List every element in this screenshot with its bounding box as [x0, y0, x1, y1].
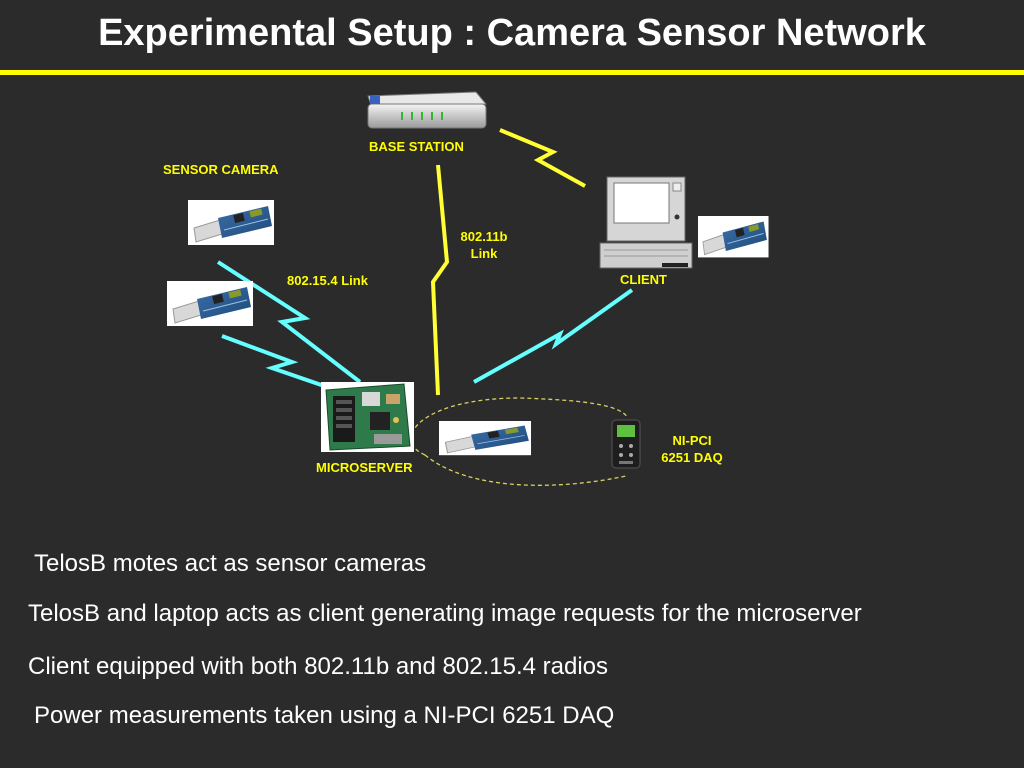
- link-802154-client: [473, 288, 634, 384]
- label-80211b-line2: Link: [470, 246, 498, 261]
- label-sensor-camera: SENSOR CAMERA: [163, 162, 279, 177]
- label-daq-line2: 6251 DAQ: [661, 450, 723, 465]
- label-80211b-line1: 802.11b: [460, 229, 508, 244]
- telosb-mote-icon: [187, 199, 275, 246]
- label-base-station: BASE STATION: [369, 139, 464, 154]
- label-daq-line1: NI-PCI: [672, 433, 712, 448]
- label-802154-link: 802.15.4 Link: [287, 273, 368, 288]
- bullet-item: TelosB motes act as sensor cameras: [34, 550, 427, 577]
- label-daq: NI-PCI 6251 DAQ: [652, 432, 732, 466]
- link-80211b-base-microserver: [430, 164, 450, 396]
- laptop-icon: [599, 176, 693, 269]
- label-80211b-link: 802.11b Link: [454, 228, 514, 262]
- label-client: CLIENT: [620, 272, 667, 287]
- bullet-item: TelosB and laptop acts as client generat…: [28, 600, 862, 627]
- telosb-mote-icon: [438, 420, 532, 456]
- link-80211b-base-client: [499, 128, 586, 188]
- telosb-mote-icon: [166, 280, 254, 327]
- link-802154-sensor2: [221, 334, 331, 390]
- bullet-item: Client equipped with both 802.11b and 80…: [28, 653, 608, 680]
- router-icon: [367, 91, 488, 129]
- circuit-board-icon: [321, 382, 414, 452]
- title-underline: [0, 70, 1024, 75]
- label-microserver: MICROSERVER: [316, 460, 413, 475]
- slide-title: Experimental Setup : Camera Sensor Netwo…: [98, 12, 926, 54]
- bullet-item: Power measurements taken using a NI-PCI …: [34, 702, 615, 729]
- daq-device-icon: [611, 419, 641, 469]
- link-802154-sensor1: [216, 260, 362, 384]
- telosb-mote-icon: [697, 215, 769, 258]
